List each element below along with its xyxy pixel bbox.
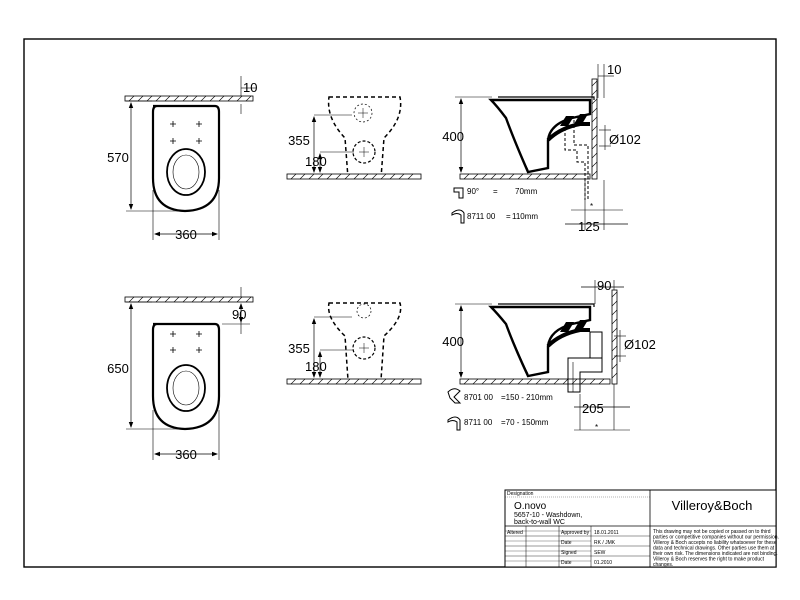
top-offset-label: 10 — [243, 80, 257, 95]
top-connector-2-value: 110mm — [512, 212, 538, 221]
bottom-width-label: 360 — [175, 447, 197, 462]
product-name: O.novo — [514, 501, 547, 512]
product-description-2: back-to-wall WC — [514, 519, 565, 526]
top-height-label: 355 — [288, 133, 310, 148]
bottom-plan-view — [124, 287, 254, 460]
row-1-value: 18.01.2011 — [594, 530, 619, 536]
bottom-section-offset-label: 90 — [597, 278, 611, 293]
product-description-1: 5657-10 - Washdown, — [514, 512, 582, 519]
top-section-offset-label: 10 — [607, 62, 621, 77]
top-connector-2-eq: = — [506, 212, 511, 221]
svg-text:parties or competitive compani: parties or competitive companies without… — [653, 535, 779, 541]
brand-logo: Villeroy&Boch — [672, 498, 753, 513]
designation-label: Designation — [507, 491, 534, 497]
top-wall-label: 125 — [578, 219, 600, 234]
row-3-label: Signed — [561, 550, 577, 556]
top-connector-2-label: 8711 00 — [467, 212, 496, 221]
bottom-wall-label: 205 — [582, 401, 604, 416]
bottom-inlet-label: 180 — [305, 359, 327, 374]
sheet-border — [23, 38, 777, 568]
top-plan-view — [124, 76, 256, 240]
top-connector-1-label: 90° — [467, 187, 479, 196]
bottom-side-view — [286, 302, 422, 385]
bottom-section-view — [447, 280, 630, 431]
svg-text:Villeroy & Boch reserves the r: Villeroy & Boch reserves the right to ma… — [653, 557, 765, 563]
top-width-label: 360 — [175, 227, 197, 242]
top-diameter-label: Ø102 — [609, 132, 641, 147]
row-2-label: Date — [561, 540, 572, 546]
bottom-height-label: 355 — [288, 341, 310, 356]
svg-text:changes.: changes. — [653, 562, 673, 568]
title-block — [504, 489, 777, 568]
row-4-value: 01.2010 — [594, 560, 612, 566]
bottom-connector-1-value: =150 - 210mm — [501, 393, 553, 402]
top-depth-label: 570 — [107, 150, 129, 165]
top-section-height-label: 400 — [442, 129, 464, 144]
top-connector-1-value: 70mm — [515, 187, 538, 196]
svg-text:their own risk. The dimensions: their own risk. The dimensions indicated… — [653, 551, 778, 557]
altered-label: Altered — [507, 530, 523, 536]
bottom-connector-1-label: 8701 00 — [464, 393, 493, 402]
top-inlet-label: 180 — [305, 154, 327, 169]
svg-text:data and technical drawings. O: data and technical drawings. Other parti… — [653, 546, 775, 552]
row-3-value: SEW — [594, 550, 606, 556]
svg-text:This drawing may not be copied: This drawing may not be copied or passed… — [653, 529, 771, 535]
top-section-view — [451, 64, 628, 230]
svg-text:Villeroy & Boch accepts no lia: Villeroy & Boch accepts no liability wha… — [653, 540, 777, 546]
bottom-depth-label: 650 — [107, 361, 129, 376]
top-connector-1-eq: = — [493, 187, 498, 196]
bottom-star-note: * — [595, 423, 598, 432]
bottom-offset-label: 90 — [232, 307, 246, 322]
bottom-diameter-label: Ø102 — [624, 337, 656, 352]
row-2-value: RK / JMK — [594, 540, 616, 546]
disclaimer-text: This drawing may not be copied or passed… — [653, 529, 779, 568]
row-4-label: Date — [561, 560, 572, 566]
bottom-connector-2-label: 8711 00 — [464, 418, 493, 427]
bottom-section-height-label: 400 — [442, 334, 464, 349]
bottom-connector-2-value: =70 - 150mm — [501, 418, 549, 427]
row-1-label: Approved by — [561, 530, 590, 536]
top-side-view — [286, 96, 422, 180]
top-star-note: * — [590, 202, 593, 211]
